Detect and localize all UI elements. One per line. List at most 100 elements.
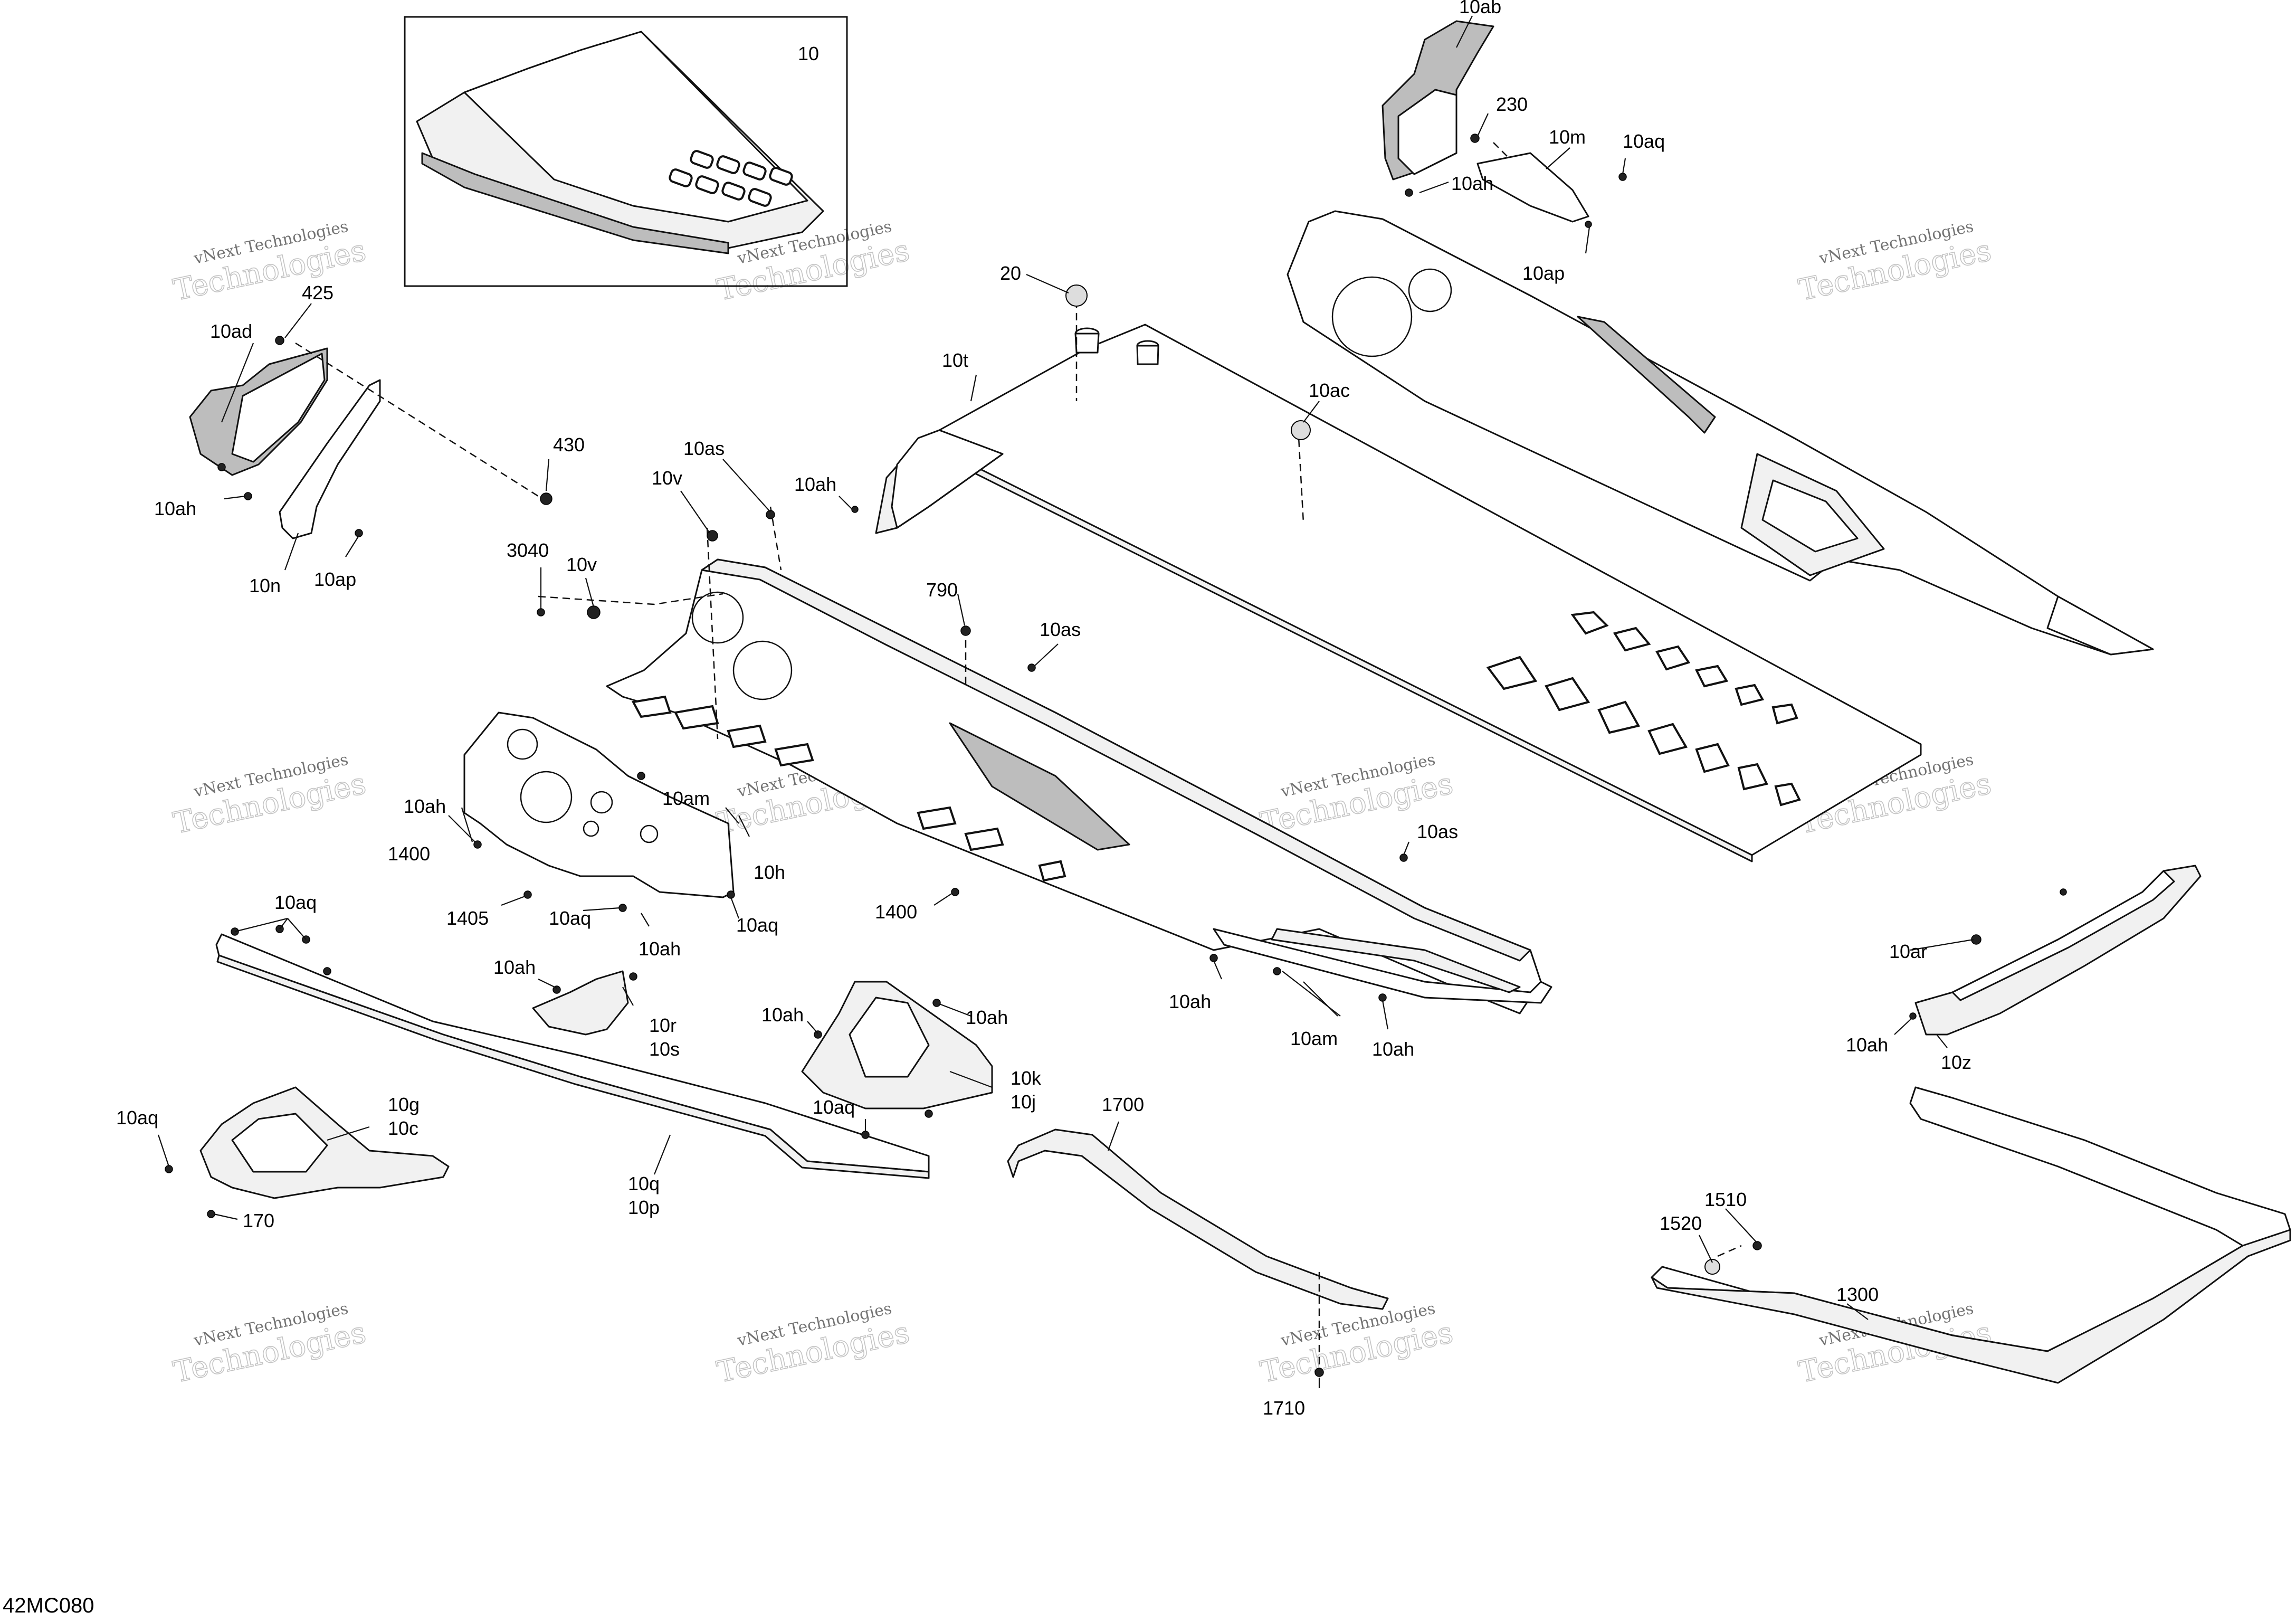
inset-side-panel	[421, 152, 729, 254]
callout-10as: 10as	[1417, 821, 1458, 842]
rail-hole-large	[1408, 268, 1452, 312]
fasteners	[165, 134, 2067, 1377]
watermark: vNext Technologies Technologies	[170, 1300, 369, 1390]
inset-tunnel-top	[463, 31, 808, 223]
callout-10ah: 10ah	[794, 473, 836, 495]
top-bracket-10ab	[1382, 20, 1494, 181]
running-board-edge	[216, 954, 930, 1179]
callout-10ap: 10ap	[1522, 262, 1565, 284]
callout-10aq: 10aq	[549, 907, 591, 929]
callout-790: 790	[926, 579, 958, 601]
front-plate-hole-large	[520, 771, 573, 823]
right-rail-tip	[2046, 595, 2154, 656]
callout-10ah: 10ah	[639, 938, 681, 960]
bracket-10r	[532, 970, 629, 1036]
callout-20: 20	[1000, 262, 1021, 284]
callout-10ah: 10ah	[1372, 1038, 1414, 1060]
callout-425: 425	[302, 282, 334, 303]
diagram-id: 42MC080	[3, 1594, 94, 1617]
callout-1400: 1400	[388, 843, 430, 865]
callout-10aq: 10aq	[1623, 130, 1665, 152]
callout-10ah: 10ah	[1451, 173, 1493, 194]
rear-bumper-1300	[1651, 1086, 2291, 1384]
bracket-10r-body	[532, 970, 629, 1036]
watermark: vNext Technologies Technologies	[170, 751, 369, 841]
strut-10m-body	[1476, 152, 1589, 223]
callout-10ac: 10ac	[1309, 380, 1350, 401]
bracket-10k-window	[849, 997, 930, 1078]
bracket-10g	[199, 1086, 450, 1199]
assembly-lines	[295, 142, 1742, 1372]
rear-rail-10z-top	[1951, 870, 2175, 1001]
main-frame-top-flange	[701, 558, 1531, 962]
top-strut-10m	[1476, 152, 1589, 223]
callout-10am: 10am	[1290, 1028, 1338, 1049]
callout-10n: 10n	[249, 575, 281, 596]
rail-vent	[1577, 316, 1716, 434]
callout-10p: 10p	[628, 1197, 660, 1218]
leader-lines	[157, 15, 1974, 1388]
tunnel-socket-left-body	[1074, 333, 1100, 354]
callout-10aq: 10aq	[274, 891, 317, 913]
callout-10aq: 10aq	[813, 1096, 855, 1118]
callout-10v: 10v	[566, 554, 597, 575]
tunnel-front-cowl-lip	[891, 429, 1004, 529]
callout-10ah: 10ah	[761, 1004, 804, 1026]
callout-10k: 10k	[1011, 1067, 1042, 1089]
callout-430: 430	[553, 434, 585, 456]
callout-1520: 1520	[1660, 1212, 1702, 1234]
callout-10ar: 10ar	[1889, 941, 1927, 962]
tunnel-cooler-slots	[1486, 611, 1801, 807]
rail-hole-large	[1331, 276, 1413, 357]
callout-1510: 1510	[1704, 1189, 1747, 1210]
front-plate-10h	[463, 712, 735, 898]
watermark: vNext Technologies Technologies	[713, 1300, 913, 1390]
watermark: vNext Technologies Technologies	[170, 217, 369, 308]
callout-10ah: 10ah	[1846, 1034, 1888, 1056]
running-board-10q	[215, 933, 930, 1179]
front-plate-hole	[590, 791, 613, 814]
callout-10aq: 10aq	[736, 914, 778, 936]
bracket-10k	[801, 981, 993, 1109]
front-plate-hole	[640, 824, 659, 843]
callout-10ah: 10ah	[966, 1007, 1008, 1028]
callout-1710: 1710	[1263, 1397, 1305, 1419]
callout-230: 230	[1496, 93, 1528, 115]
callout-10ah: 10ah	[154, 498, 196, 519]
main-frame-vent	[949, 722, 1130, 851]
callout-1405: 1405	[446, 907, 489, 929]
rail-plate-window	[1761, 479, 1859, 553]
callout-10as: 10as	[1040, 619, 1081, 640]
rear-rail-10z	[1914, 865, 2202, 1036]
main-frame-hole-large	[732, 640, 793, 700]
bracket-10ab-mesh	[1397, 89, 1457, 175]
callout-10ap: 10ap	[314, 568, 356, 590]
inset-frame	[404, 16, 848, 287]
callout-10aq: 10aq	[116, 1107, 158, 1128]
callout-10ab: 10ab	[1459, 0, 1501, 17]
callout-10am: 10am	[662, 788, 710, 809]
bracket-10g-window	[231, 1113, 328, 1173]
watermark: vNext Technologies Technologies	[1795, 217, 1995, 308]
callout-3040: 3040	[507, 539, 549, 561]
main-frame-hole-large	[691, 591, 744, 644]
callout-10ah: 10ah	[1169, 991, 1211, 1012]
callout-1700: 1700	[1102, 1094, 1144, 1115]
front-strut-10n	[279, 379, 381, 539]
right-side-rail	[1287, 210, 2154, 656]
callout-10ad: 10ad	[210, 320, 252, 342]
strut-10n-body	[279, 379, 381, 539]
front-plate-hole	[507, 728, 538, 760]
callout-10h: 10h	[754, 861, 785, 883]
callout-10r: 10r	[649, 1014, 677, 1036]
callout-10as: 10as	[683, 438, 725, 459]
slide-rail-body	[1007, 1128, 1389, 1310]
main-frame-rear-flange	[1271, 928, 1521, 993]
callout-10ah: 10ah	[493, 956, 536, 978]
front-bracket-10ad	[189, 347, 328, 476]
callout-170: 170	[243, 1210, 274, 1231]
slide-rail-1700	[1007, 1128, 1389, 1310]
main-side-frame	[606, 558, 1552, 1014]
callout-10j: 10j	[1011, 1091, 1036, 1113]
